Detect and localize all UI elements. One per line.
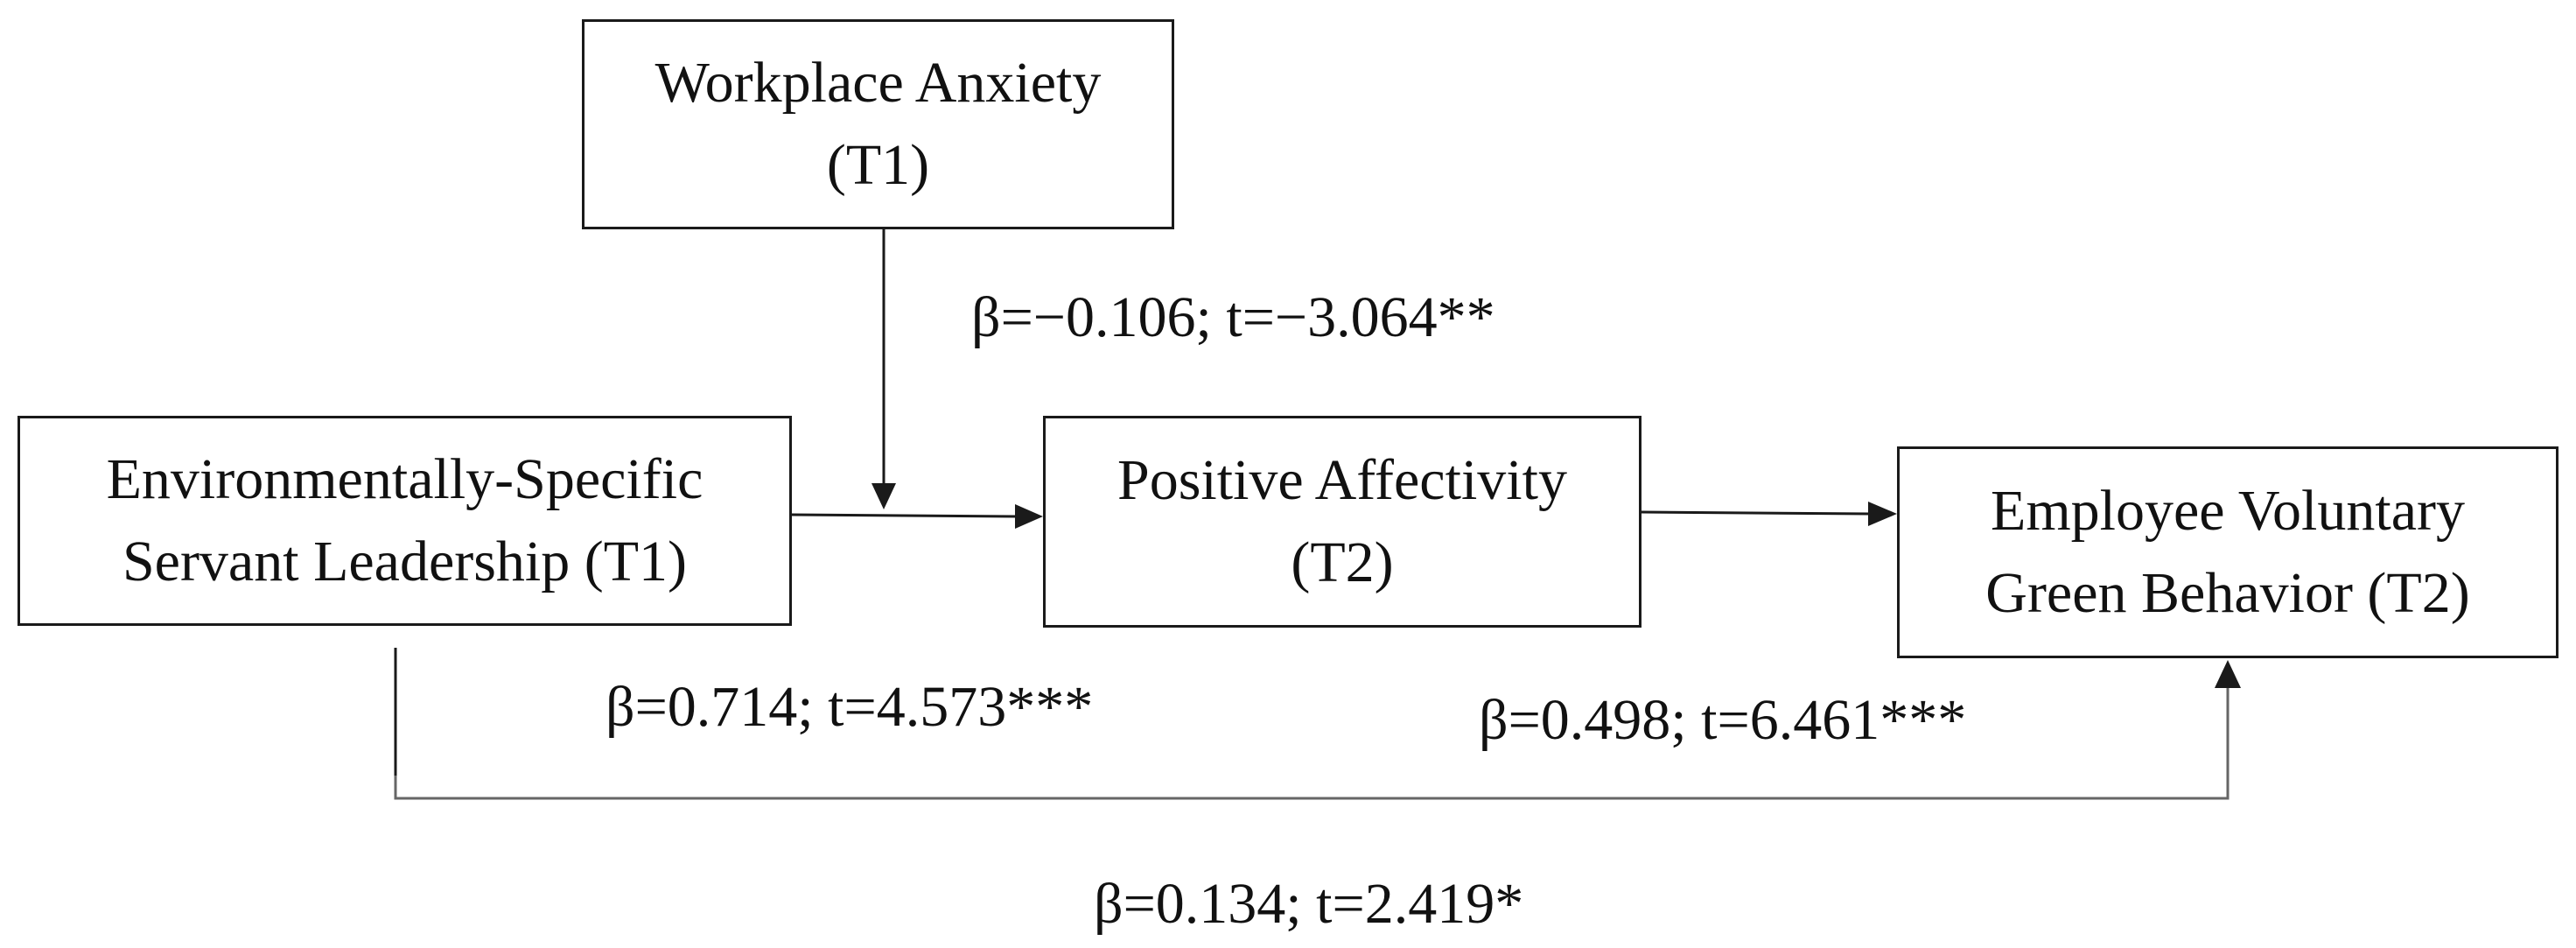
node-positive-affectivity-line2: (T2) bbox=[1291, 530, 1394, 594]
node-essl-line2: Servant Leadership (T1) bbox=[122, 530, 688, 593]
pa-to-evgb-arrow bbox=[1641, 510, 1872, 516]
node-evgb: Employee Voluntary Green Behavior (T2) bbox=[1897, 446, 2558, 658]
essl-to-pa-arrowhead bbox=[1015, 504, 1043, 529]
node-workplace-anxiety: Workplace Anxiety (T1) bbox=[582, 19, 1174, 229]
essl-to-pa-arrow bbox=[791, 513, 1018, 518]
direct-path-arrowhead bbox=[2215, 660, 2241, 688]
node-positive-affectivity-line1: Positive Affectivity bbox=[1117, 448, 1567, 513]
label-moderation-coefficient: β=−0.106; t=−3.064** bbox=[971, 285, 1495, 349]
node-evgb-line2: Green Behavior (T2) bbox=[1985, 561, 2470, 625]
node-positive-affectivity: Positive Affectivity (T2) bbox=[1043, 416, 1642, 628]
label-pa-to-evgb-coefficient: β=0.498; t=6.461*** bbox=[1479, 688, 1967, 752]
node-workplace-anxiety-line2: (T1) bbox=[826, 133, 930, 197]
moderation-arrowhead bbox=[872, 483, 896, 509]
pa-to-evgb-arrowhead bbox=[1868, 502, 1897, 526]
node-workplace-anxiety-line1: Workplace Anxiety bbox=[654, 51, 1102, 116]
node-essl: Environmentally-Specific Servant Leaders… bbox=[18, 416, 792, 626]
node-essl-line1: Environmentally-Specific bbox=[106, 447, 704, 512]
label-direct-path-coefficient: β=0.134; t=2.419* bbox=[1094, 872, 1524, 936]
node-evgb-line1: Employee Voluntary bbox=[1991, 479, 2465, 544]
label-essl-to-pa-coefficient: β=0.714; t=4.573*** bbox=[606, 675, 1094, 739]
